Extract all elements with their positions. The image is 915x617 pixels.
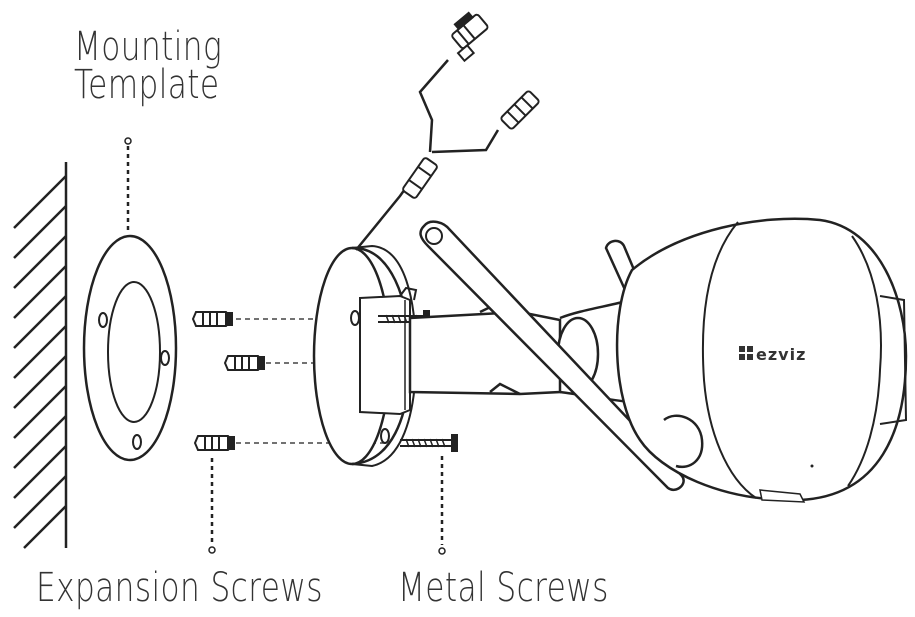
expansion-screws [191, 311, 265, 451]
mounting-base [312, 244, 418, 468]
expansion-screws-leader [208, 458, 216, 554]
template-leader [124, 137, 132, 232]
metal-screw-3 [400, 434, 458, 452]
expansion-screw-1 [191, 311, 233, 327]
network-connector [451, 11, 489, 63]
expansion-screw-3 [193, 435, 235, 451]
expansion-screws-label: Expansion Screws [36, 565, 323, 611]
power-connector [500, 90, 540, 130]
wall [13, 162, 68, 549]
mounting-template-label-line1: Mounting [74, 24, 223, 70]
metal-screws-label: Metal Screws [398, 565, 609, 611]
cables [355, 59, 500, 251]
expansion-screw-2 [223, 355, 265, 371]
mounting-template [82, 234, 178, 462]
antenna-front [419, 220, 685, 492]
cable-connectors [402, 11, 540, 199]
logo-text: ezviz [756, 345, 806, 364]
bracket-knob [663, 414, 704, 469]
mounting-template-label-line2: Template [74, 62, 220, 108]
camera-body [615, 217, 908, 503]
ezviz-logo: ezviz [739, 345, 806, 364]
mounting-template-label: Mounting Template [74, 24, 223, 108]
metal-screws-leader [438, 456, 446, 555]
